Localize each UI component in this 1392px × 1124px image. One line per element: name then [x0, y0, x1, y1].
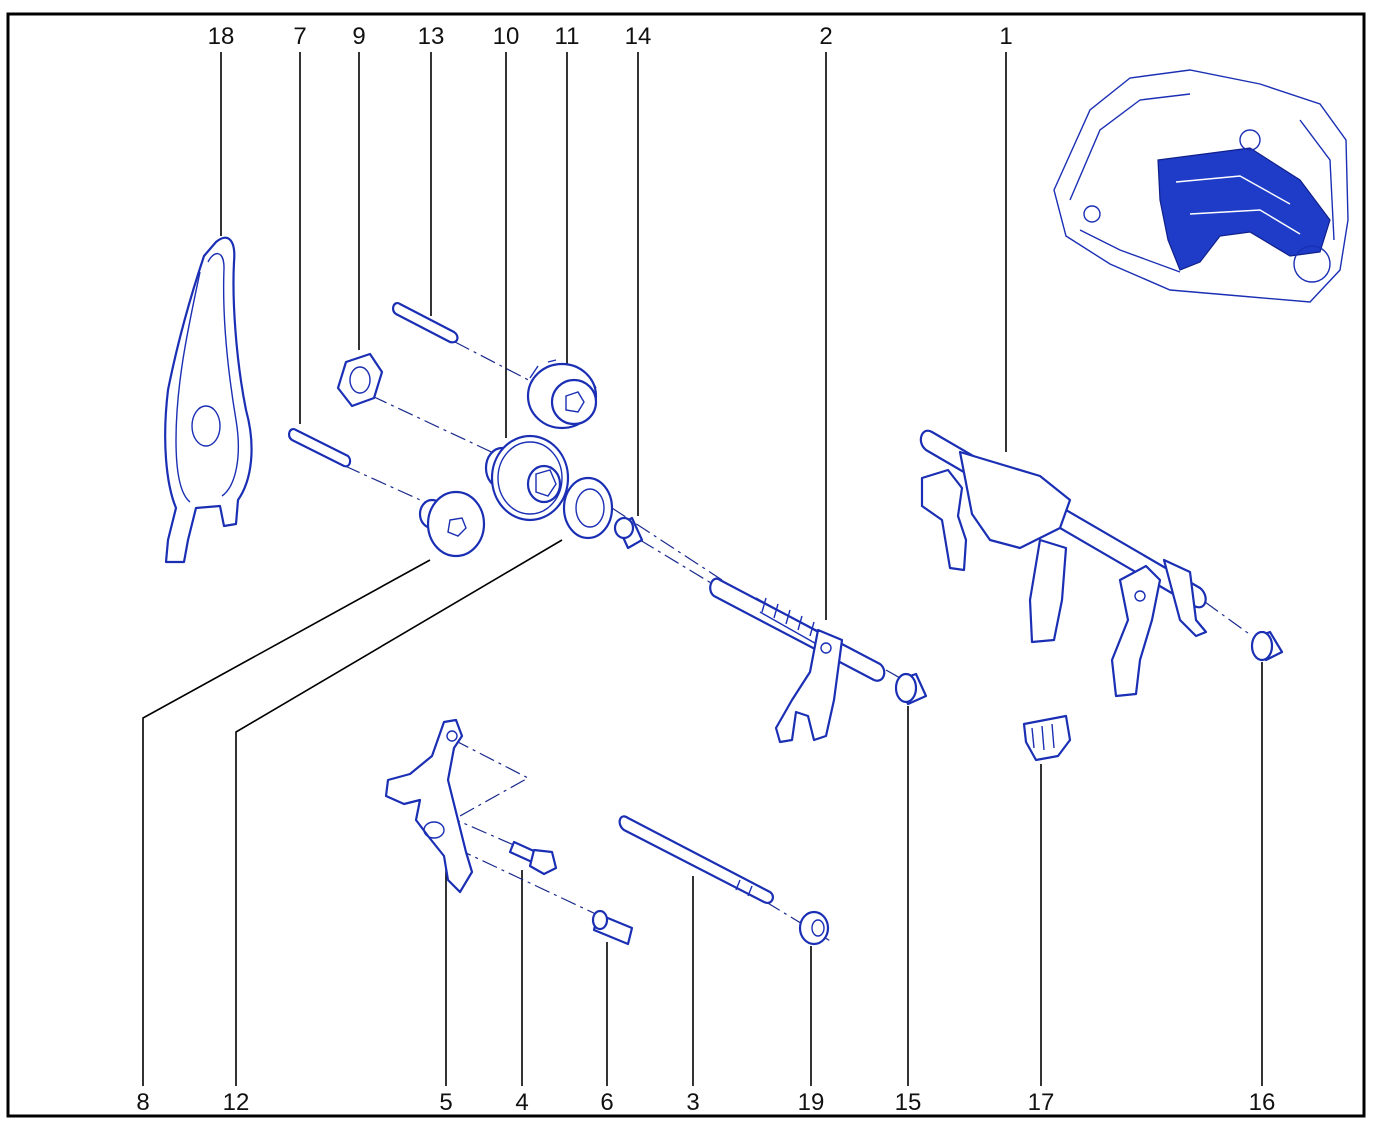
- axis-5-bracket: [453, 739, 530, 817]
- part-11-gear: [526, 359, 598, 430]
- part-1-fork-assembly: [919, 429, 1208, 698]
- part-7-pin: [287, 428, 352, 468]
- part-5-shift-lever: [384, 718, 474, 894]
- part-10-gear: [484, 434, 570, 522]
- part-16-bushing: [1250, 630, 1284, 662]
- part-19-washer: [798, 910, 830, 946]
- callout-16: 16: [1249, 1089, 1276, 1116]
- axis-14-2: [639, 539, 717, 587]
- callout-18: 18: [208, 23, 235, 50]
- callout-10: 10: [493, 23, 520, 50]
- leader-12: [235, 539, 563, 1086]
- part-13-pin: [391, 302, 459, 344]
- part-8-gear: [418, 490, 486, 558]
- callout-5: 5: [439, 1089, 452, 1116]
- part-12-washer: [562, 476, 614, 540]
- callout-8: 8: [136, 1089, 149, 1116]
- part-4-bolt: [508, 840, 558, 876]
- callout-2: 2: [819, 23, 832, 50]
- assembly-axes: [344, 341, 1253, 943]
- axis-9-10: [371, 395, 501, 457]
- leader-lines: [142, 52, 1263, 1086]
- callout-13: 13: [418, 23, 445, 50]
- callout-14: 14: [625, 23, 652, 50]
- diagram-frame: [6, 12, 1366, 1118]
- axis-7-8: [344, 465, 439, 509]
- callout-9: 9: [352, 23, 365, 50]
- callout-4: 4: [515, 1089, 528, 1116]
- callouts-bottom: 8 12 5 4 6 3 19 15 17 16: [136, 1089, 1275, 1116]
- callout-6: 6: [600, 1089, 613, 1116]
- callout-19: 19: [798, 1089, 825, 1116]
- axis-13-11: [454, 341, 541, 387]
- part-14-bushing: [613, 516, 644, 550]
- part-9-nut: [336, 352, 384, 408]
- callout-17: 17: [1028, 1089, 1055, 1116]
- callout-3: 3: [686, 1089, 699, 1116]
- part-3-shaft: [618, 815, 774, 904]
- part-17-clip: [1022, 714, 1072, 762]
- leader-8: [142, 559, 431, 1086]
- callout-1: 1: [999, 23, 1012, 50]
- part-2-selector-shaft: [709, 577, 886, 744]
- part-18-release-fork: [164, 236, 253, 564]
- part-6-sleeve: [591, 909, 634, 946]
- callout-12: 12: [223, 1089, 250, 1116]
- callout-15: 15: [895, 1089, 922, 1116]
- callouts-top: 18 7 9 13 10 11 14 2 1: [208, 23, 1013, 50]
- axis-1-16: [1204, 601, 1253, 637]
- callout-11: 11: [555, 23, 580, 50]
- part-15-bushing: [894, 672, 928, 706]
- callout-7: 7: [293, 23, 306, 50]
- inset-gearbox-overview: [1053, 69, 1349, 303]
- axis-2-15: [885, 669, 901, 679]
